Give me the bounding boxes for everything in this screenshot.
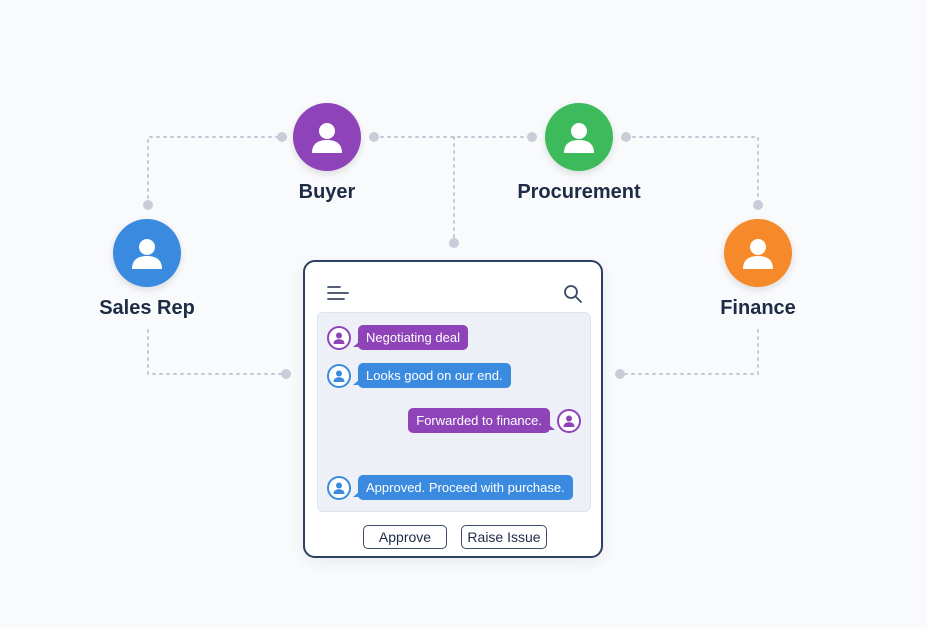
message-bubble: Negotiating deal: [353, 325, 468, 350]
finance-label: Finance: [720, 297, 796, 319]
procurement-avatar: [545, 103, 613, 171]
connector-node: [753, 200, 763, 210]
message-bubble: Approved. Proceed with purchase.: [353, 475, 573, 500]
user-icon: [312, 123, 342, 153]
sales-rep-label: Sales Rep: [99, 297, 195, 319]
persona-procurement: Procurement: [479, 103, 679, 204]
message-row: Forwarded to finance.: [408, 408, 581, 433]
message-row: Looks good on our end.: [327, 363, 511, 388]
connector-node: [527, 132, 537, 142]
blue-user-avatar-icon: [327, 475, 351, 500]
user-icon: [743, 239, 773, 269]
connector-finance-chat: [619, 329, 759, 375]
connector-node: [281, 369, 291, 379]
connector-node: [615, 369, 625, 379]
purple-user-avatar-icon: [557, 408, 581, 433]
message-list: Negotiating deal Looks good on our end. …: [317, 312, 591, 512]
finance-avatar: [724, 219, 792, 287]
connector-node: [277, 132, 287, 142]
buyer-avatar: [293, 103, 361, 171]
connector-node: [621, 132, 631, 142]
procurement-label: Procurement: [517, 181, 641, 203]
persona-sales-rep: Sales Rep: [47, 219, 247, 320]
purple-user-avatar-icon: [327, 325, 351, 350]
message-row: Negotiating deal: [327, 325, 468, 350]
message-row: Approved. Proceed with purchase.: [327, 475, 573, 500]
connector-node: [143, 200, 153, 210]
blue-user-avatar-icon: [327, 363, 351, 388]
message-bubble: Looks good on our end.: [353, 363, 511, 388]
menu-icon[interactable]: [327, 285, 349, 301]
connector-sales-buyer: [147, 136, 283, 206]
buyer-label: Buyer: [298, 181, 356, 203]
connector-sales-chat: [147, 329, 287, 375]
connector-node: [369, 132, 379, 142]
raise-issue-button[interactable]: Raise Issue: [461, 525, 547, 549]
connector-procurement-finance: [625, 136, 759, 206]
message-bubble: Forwarded to finance.: [408, 408, 555, 433]
chat-window: Negotiating deal Looks good on our end. …: [303, 260, 603, 558]
persona-finance: Finance: [658, 219, 858, 320]
search-icon[interactable]: [563, 284, 583, 304]
persona-buyer: Buyer: [227, 103, 427, 204]
sales-rep-avatar: [113, 219, 181, 287]
user-icon: [132, 239, 162, 269]
connector-node: [449, 238, 459, 248]
user-icon: [564, 123, 594, 153]
approve-button[interactable]: Approve: [363, 525, 447, 549]
